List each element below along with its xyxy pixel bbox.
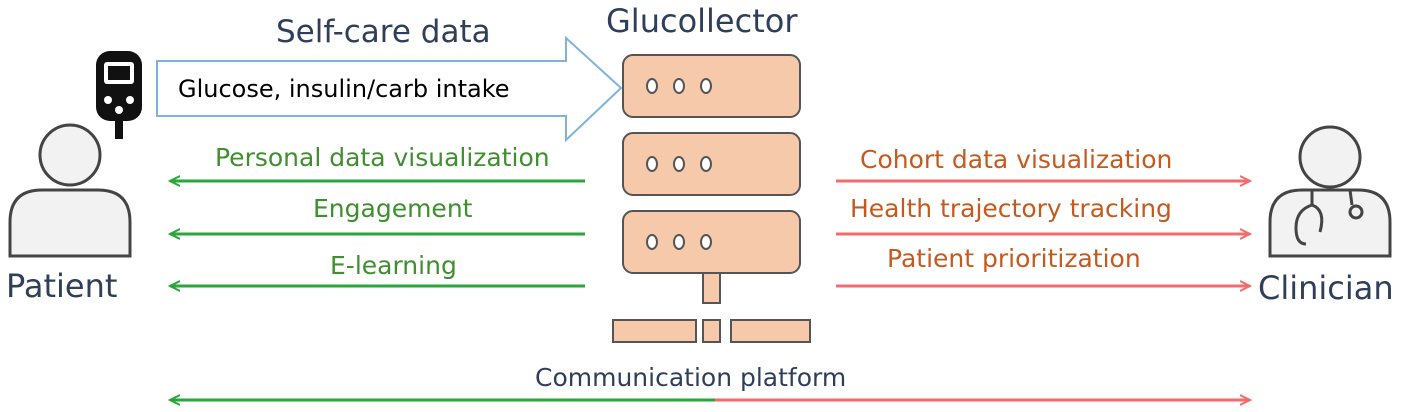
patient-icon	[8, 123, 132, 258]
patient-output-label: E-learning	[330, 251, 457, 280]
patient-label: Patient	[6, 267, 118, 305]
clinician-output-label: Cohort data visualization	[860, 145, 1173, 174]
clinician-label: Clinician	[1258, 269, 1394, 307]
patient-output-label: Personal data visualization	[215, 143, 550, 172]
patient-output-label: Engagement	[313, 194, 473, 223]
server-icon	[612, 54, 811, 343]
clinician-output-label: Patient prioritization	[887, 244, 1141, 273]
input-arrow-title: Self-care data	[276, 14, 491, 50]
glucometer-icon	[96, 51, 142, 139]
self-care-data-arrow	[156, 35, 623, 143]
clinician-icon	[1268, 125, 1392, 258]
server-title: Glucollector	[606, 2, 798, 40]
input-arrow-label: Glucose, insulin/carb intake	[178, 75, 510, 103]
communication-label: Communication platform	[535, 363, 847, 392]
clinician-output-label: Health trajectory tracking	[850, 194, 1172, 223]
